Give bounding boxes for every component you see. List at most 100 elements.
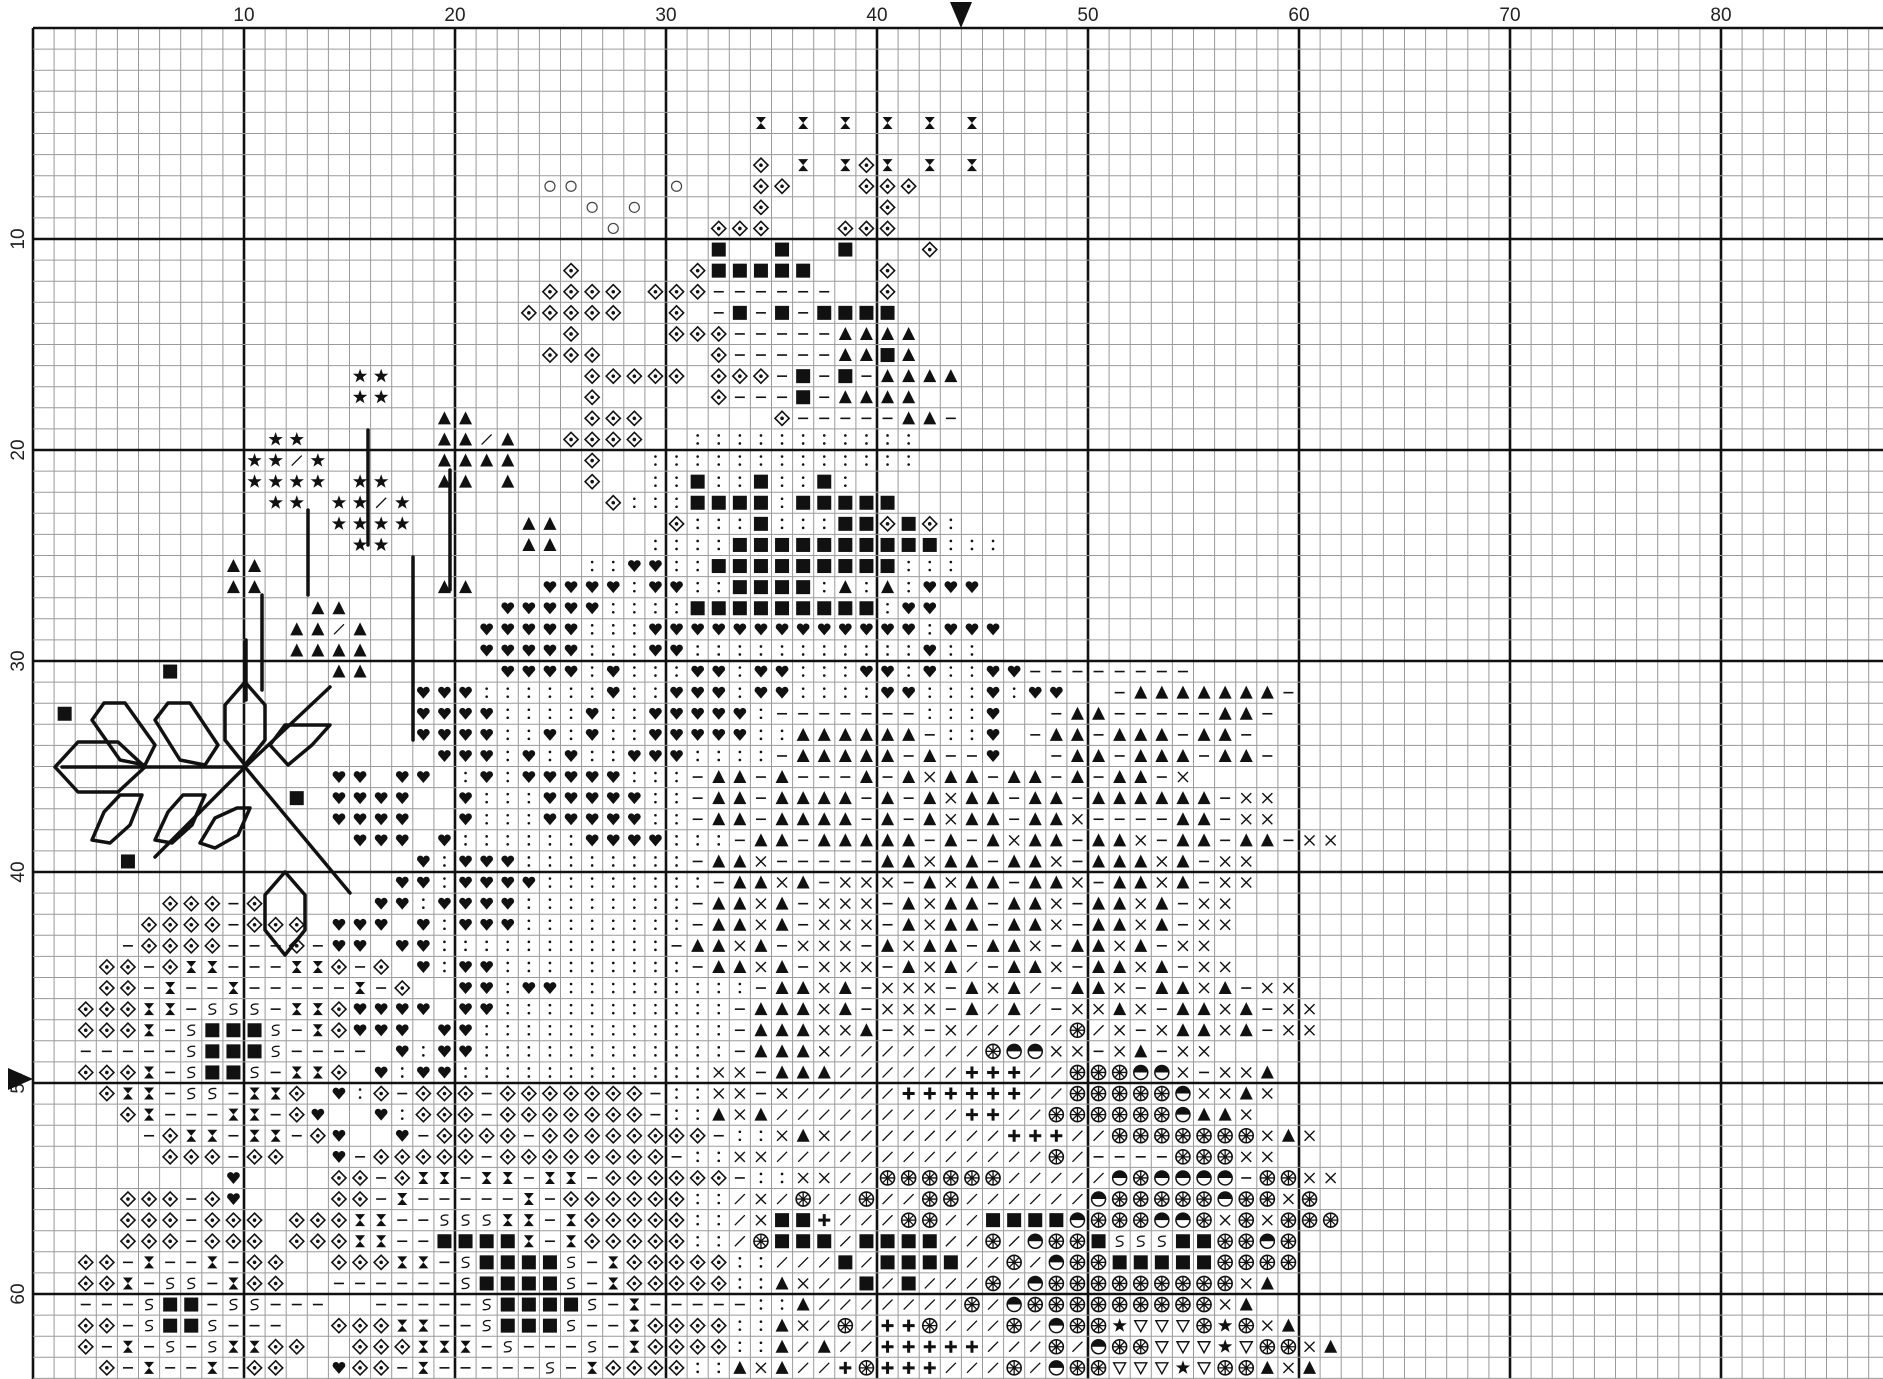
stitch-filled-square xyxy=(501,1276,515,1290)
stitch-wheel xyxy=(1155,1108,1169,1122)
stitch-filled-square xyxy=(986,1213,1000,1227)
stitch-filled-square xyxy=(163,1319,177,1333)
stitch-wheel xyxy=(1070,1255,1084,1269)
stitch-filled-square xyxy=(838,538,852,552)
stitch-wheel xyxy=(1134,1129,1148,1143)
stitch-filled-square xyxy=(754,580,768,594)
stitch-filled-square xyxy=(881,306,895,320)
stitch-filled-square xyxy=(205,1023,219,1037)
stitch-wheel xyxy=(1197,1150,1211,1164)
stitch-wheel xyxy=(1134,1171,1148,1185)
stitch-wheel xyxy=(1281,1213,1295,1227)
stitch-filled-square xyxy=(501,1319,515,1333)
stitch-filled-square xyxy=(480,1276,494,1290)
stitch-filled-square xyxy=(437,1234,451,1248)
stitch-wheel xyxy=(1092,1361,1106,1375)
stitch-filled-square xyxy=(480,1234,494,1248)
stitch-wheel xyxy=(1303,1213,1317,1227)
stitch-filled-square xyxy=(733,601,747,615)
stitch-wheel xyxy=(902,1171,916,1185)
stitch-wheel xyxy=(838,1319,852,1333)
stitch-wheel xyxy=(1218,1276,1232,1290)
stitch-filled-square xyxy=(902,538,916,552)
stitch-wheel xyxy=(1092,1255,1106,1269)
stitch-filled-square xyxy=(459,1234,473,1248)
stitch-wheel xyxy=(1070,1234,1084,1248)
stitch-wheel xyxy=(965,1171,979,1185)
stitch-filled-square xyxy=(290,791,304,805)
stitch-filled-square xyxy=(691,496,705,510)
stitch-filled-square xyxy=(733,306,747,320)
stitch-wheel xyxy=(1197,1319,1211,1333)
stitch-wheel xyxy=(1197,1129,1211,1143)
stitch-filled-square xyxy=(881,496,895,510)
stitch-filled-square xyxy=(902,1255,916,1269)
y-axis-label: 40 xyxy=(8,861,29,882)
stitch-wheel xyxy=(923,1192,937,1206)
stitch-wheel xyxy=(1070,1319,1084,1333)
stitch-filled-square xyxy=(733,264,747,278)
stitch-filled-square xyxy=(1134,1255,1148,1269)
stitch-wheel xyxy=(1070,1065,1084,1079)
stitch-wheel xyxy=(1134,1276,1148,1290)
stitch-wheel xyxy=(1134,1298,1148,1312)
stitch-filled-square xyxy=(796,1213,810,1227)
stitch-wheel xyxy=(1155,1192,1169,1206)
stitch-wheel xyxy=(923,1213,937,1227)
stitch-filled-square xyxy=(838,496,852,510)
stitch-wheel xyxy=(1007,1319,1021,1333)
stitch-filled-square xyxy=(226,1065,240,1079)
stitch-filled-square xyxy=(796,369,810,383)
stitch-wheel xyxy=(1092,1276,1106,1290)
stitch-wheel xyxy=(1049,1108,1063,1122)
stitch-filled-square xyxy=(248,1023,262,1037)
stitch-wheel xyxy=(1303,1192,1317,1206)
stitch-wheel xyxy=(1176,1129,1190,1143)
stitch-filled-square xyxy=(838,559,852,573)
stitch-filled-square xyxy=(712,243,726,257)
stitch-wheel xyxy=(1197,1276,1211,1290)
stitch-wheel xyxy=(1197,1298,1211,1312)
stitch-filled-square xyxy=(881,538,895,552)
stitch-wheel xyxy=(1260,1192,1274,1206)
stitch-wheel xyxy=(986,1276,1000,1290)
stitch-filled-square xyxy=(838,1255,852,1269)
stitch-wheel xyxy=(1176,1276,1190,1290)
stitch-filled-square xyxy=(796,538,810,552)
stitch-filled-square xyxy=(775,306,789,320)
stitch-filled-square xyxy=(754,496,768,510)
stitch-filled-square xyxy=(501,1255,515,1269)
stitch-wheel xyxy=(1028,1298,1042,1312)
stitch-wheel xyxy=(944,1171,958,1185)
stitch-filled-square xyxy=(838,369,852,383)
stitch-filled-square xyxy=(775,580,789,594)
stitch-filled-square xyxy=(522,1298,536,1312)
stitch-wheel xyxy=(986,1044,1000,1058)
x-axis-label: 30 xyxy=(655,5,676,26)
stitch-wheel xyxy=(1092,1108,1106,1122)
stitch-filled-square xyxy=(543,1298,557,1312)
stitch-filled-square xyxy=(1028,1213,1042,1227)
stitch-wheel xyxy=(1070,1276,1084,1290)
stitch-filled-square xyxy=(902,1234,916,1248)
stitch-filled-square xyxy=(859,601,873,615)
stitch-wheel xyxy=(1176,1298,1190,1312)
stitch-filled-square xyxy=(501,1234,515,1248)
stitch-filled-square xyxy=(754,517,768,531)
stitch-wheel xyxy=(1176,1192,1190,1206)
stitch-filled-square xyxy=(480,1255,494,1269)
stitch-wheel xyxy=(1239,1361,1253,1375)
y-axis-label: 60 xyxy=(8,1283,29,1304)
stitch-wheel xyxy=(1155,1129,1169,1143)
stitch-wheel xyxy=(923,1319,937,1333)
stitch-filled-square xyxy=(923,1234,937,1248)
stitch-wheel xyxy=(859,1361,873,1375)
stitch-wheel xyxy=(1092,1319,1106,1333)
stitch-filled-square xyxy=(248,1044,262,1058)
stitch-wheel xyxy=(944,1192,958,1206)
stitch-filled-square xyxy=(817,306,831,320)
stitch-filled-square xyxy=(817,496,831,510)
stitch-filled-square xyxy=(902,1276,916,1290)
stitch-filled-square xyxy=(754,601,768,615)
stitch-wheel xyxy=(1070,1108,1084,1122)
